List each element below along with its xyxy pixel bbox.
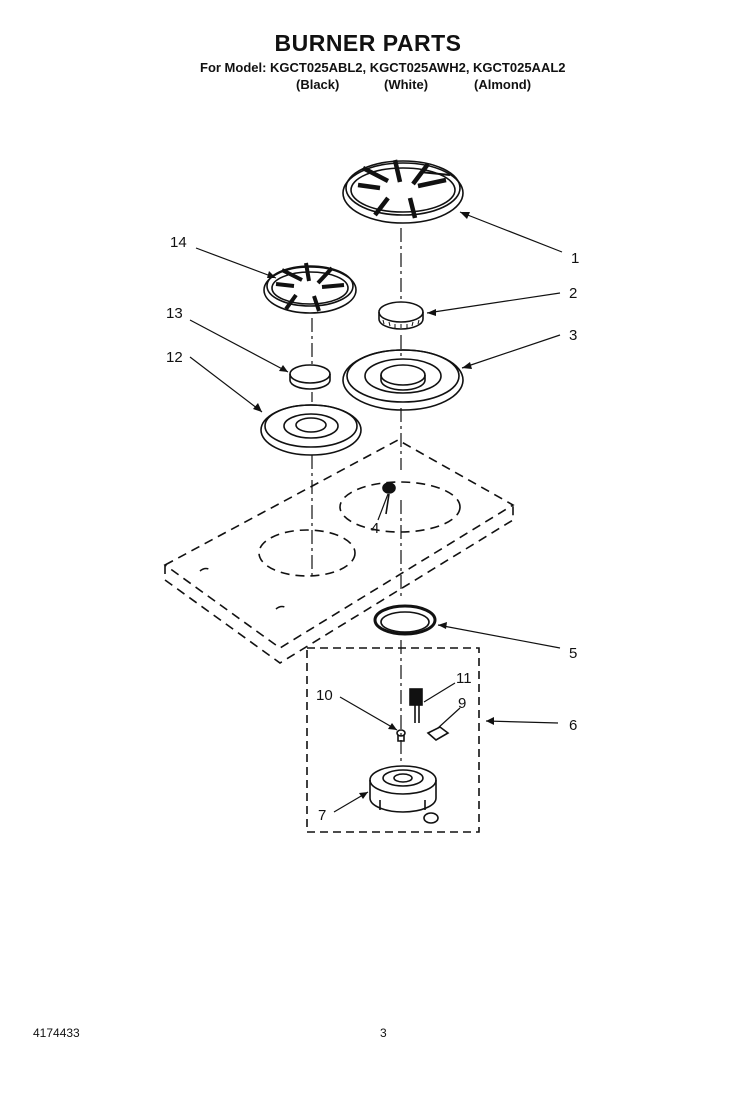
burner-housing	[369, 765, 439, 824]
large-burner-base	[342, 349, 464, 411]
spark-electrode	[382, 482, 396, 515]
electrode-clip	[426, 726, 450, 741]
callout-7: 7	[318, 807, 326, 824]
callout-14: 14	[170, 234, 187, 251]
callout-13: 13	[166, 305, 183, 322]
color-white-label: (White)	[384, 77, 429, 92]
large-burner-grate	[342, 159, 464, 224]
model-line: For Model: KGCT025ABL2, KGCT025AWH2, KGC…	[200, 60, 566, 75]
burner-seal-ring	[373, 604, 437, 636]
small-burner-base	[260, 404, 362, 456]
large-burner-cap	[378, 301, 424, 330]
callout-12: 12	[166, 349, 183, 366]
burner-assembly-box	[306, 647, 480, 833]
color-almond-label: (Almond)	[474, 77, 532, 92]
callout-2: 2	[569, 285, 577, 302]
page-number: 3	[380, 1026, 387, 1040]
callout-5: 5	[569, 645, 577, 662]
leader-arrowheads	[253, 212, 494, 799]
small-burner-cap	[289, 364, 331, 390]
document-number: 4174433	[33, 1026, 80, 1040]
electrode-assembly	[409, 688, 423, 723]
callout-3: 3	[569, 327, 577, 344]
page-title: BURNER PARTS	[274, 30, 462, 56]
small-burner-grate	[263, 262, 357, 314]
color-black-label: (Black)	[296, 77, 340, 92]
callout-9: 9	[458, 695, 466, 712]
callout-11: 11	[456, 670, 472, 687]
callout-6: 6	[569, 717, 577, 734]
leader-lines	[189, 211, 563, 813]
mounting-screw	[396, 729, 406, 742]
center-lines	[311, 228, 402, 765]
callout-4: 4	[371, 520, 379, 537]
callout-1: 1	[571, 250, 579, 267]
callout-10: 10	[316, 687, 333, 704]
cooktop-panel	[163, 439, 515, 664]
callout-numbers: 1 2 3 4 5 6 7 9 10 11 12 13 14	[166, 234, 579, 824]
